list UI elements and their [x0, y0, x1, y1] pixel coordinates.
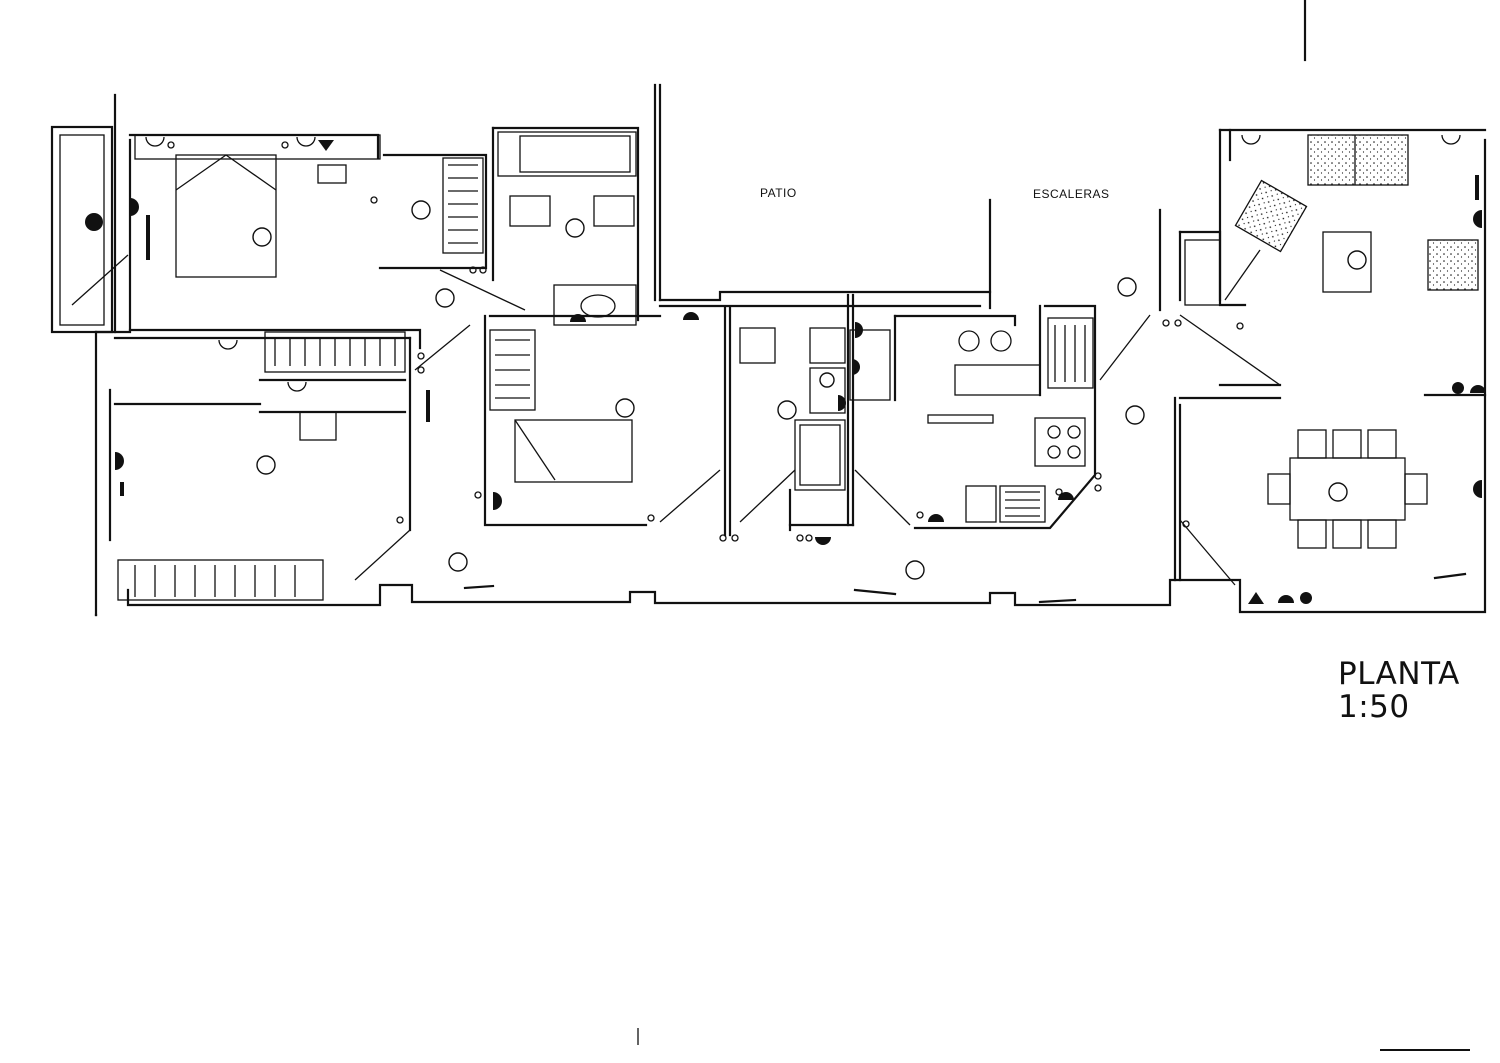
plan-title: PLANTA 1:50	[1338, 658, 1460, 724]
armchair-2	[1427, 239, 1479, 291]
exterior-walls	[50, 0, 1487, 617]
stove	[1034, 417, 1086, 467]
dining-table	[1289, 457, 1406, 521]
shower	[794, 419, 846, 491]
balcony	[50, 125, 114, 334]
wardrobe-2	[264, 331, 406, 373]
coffee-table	[1322, 231, 1372, 293]
electric-symbols	[85, 134, 1486, 604]
plan-scale: 1:50	[1338, 689, 1410, 725]
bathtub	[497, 131, 637, 177]
interior-walls	[113, 83, 1487, 582]
ceiling-lights	[252, 200, 1367, 580]
scale-bar	[1380, 1049, 1470, 1051]
furniture	[117, 131, 1479, 601]
armchair	[1234, 179, 1308, 253]
drain-icon	[85, 213, 103, 231]
single-bed	[514, 419, 633, 483]
door-swings	[71, 249, 1281, 586]
toilet	[580, 294, 616, 318]
stairs-label: ESCALERAS	[1033, 187, 1110, 201]
wardrobe	[442, 157, 484, 254]
double-bed	[175, 154, 277, 278]
wardrobe-3	[117, 559, 324, 601]
patio-label: PATIO	[760, 186, 797, 200]
plan-title-line1: PLANTA	[1338, 656, 1460, 692]
sofa	[1307, 134, 1409, 186]
